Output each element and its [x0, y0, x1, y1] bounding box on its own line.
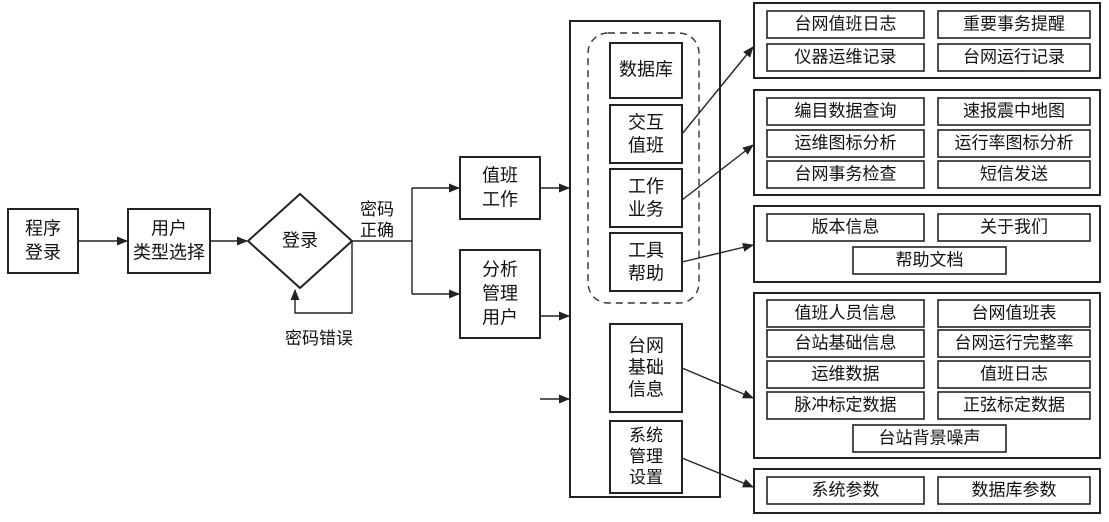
user-type-label-line2: 类型选择 — [133, 243, 205, 264]
item-help-docs — [852, 246, 1007, 275]
item-catalog-query-label: 编目数据查询 — [795, 102, 897, 122]
password-error-label: 密码错误 — [285, 329, 353, 349]
connector-settings-to-group5 — [681, 457, 755, 488]
item-station-info — [766, 329, 925, 358]
start-box: 程序 登录 — [7, 208, 79, 274]
item-sine-calibration — [937, 391, 1091, 420]
item-about-us-label: 关于我们 — [980, 218, 1048, 238]
analysis-label-line2: 管理 — [482, 284, 518, 305]
password-ok-label-line1: 密码 — [360, 200, 394, 220]
item-duty-schedule-label: 台网值班表 — [972, 304, 1057, 324]
item-affairs-check — [766, 160, 925, 189]
analysis-label-line1: 分析 — [482, 260, 518, 281]
item-maintenance-data-label: 运维数据 — [812, 365, 880, 385]
item-help-docs-label: 帮助文档 — [896, 251, 964, 271]
system-settings-label-line3: 设置 — [629, 468, 663, 488]
start-label-line1: 程序 — [25, 219, 61, 240]
item-system-params-label: 系统参数 — [812, 481, 880, 501]
item-pulse-calibration — [766, 391, 925, 420]
item-network-operation-label: 台网运行记录 — [963, 48, 1065, 68]
item-sms-send — [937, 160, 1091, 189]
analysis-box: 分析 管理 用户 — [459, 249, 541, 339]
item-affairs-check-label: 台网事务检查 — [795, 165, 897, 185]
start-label-line2: 登录 — [25, 243, 61, 264]
work-business-label-line2: 业务 — [628, 200, 664, 221]
item-duty-staff-info — [766, 299, 925, 328]
item-pulse-calibration-label: 脉冲标定数据 — [795, 396, 897, 416]
login-label: 登录 — [282, 231, 318, 252]
system-settings-label-line1: 系统 — [629, 426, 663, 446]
item-duty-staff-info-label: 值班人员信息 — [795, 304, 897, 324]
system-settings-label-line2: 管理 — [629, 447, 663, 467]
network-info-label-line3: 信息 — [628, 380, 664, 401]
item-epicenter-map — [937, 97, 1091, 126]
item-maintenance-chart-label: 运维图标分析 — [795, 134, 897, 154]
item-catalog-query — [766, 97, 925, 126]
item-maintenance-data — [766, 360, 925, 389]
item-instrument-maintenance-label: 仪器运维记录 — [795, 48, 897, 68]
connector-interactive-to-group1 — [681, 46, 754, 135]
item-completeness-rate-label: 台网运行完整率 — [955, 334, 1074, 354]
item-sms-send-label: 短信发送 — [980, 165, 1048, 185]
tools-help-label-line1: 工具 — [628, 241, 664, 262]
system-settings-box: 系统 管理 设置 — [609, 420, 683, 494]
duty-modules-dashed-group — [587, 32, 700, 304]
tools-help-label-line2: 帮助 — [628, 264, 664, 285]
interactive-duty-box: 交互 值班 — [609, 104, 683, 164]
duty-label-line2: 工作 — [482, 190, 518, 211]
work-business-label-line1: 工作 — [628, 177, 664, 198]
item-duty-schedule — [937, 299, 1091, 328]
item-background-noise-label: 台站背景噪声 — [879, 429, 981, 449]
tools-help-box: 工具 帮助 — [609, 232, 683, 292]
item-network-duty-log-label: 台网值班日志 — [795, 15, 897, 35]
network-info-box: 台网 基础 信息 — [609, 323, 683, 413]
item-duty-log-label: 值班日志 — [980, 365, 1048, 385]
database-label: 数据库 — [619, 60, 673, 81]
item-version-info — [766, 213, 925, 242]
item-instrument-maintenance — [766, 43, 925, 72]
connector-tools-to-group3 — [681, 242, 755, 263]
item-maintenance-chart — [766, 129, 925, 158]
item-completeness-rate — [937, 329, 1091, 358]
item-version-info-label: 版本信息 — [812, 218, 880, 238]
user-type-box: 用户 类型选择 — [127, 208, 211, 274]
item-network-duty-log — [766, 10, 925, 39]
item-duty-log — [937, 360, 1091, 389]
duty-box: 值班 工作 — [459, 156, 541, 220]
connector-work-to-group2 — [681, 144, 754, 201]
user-type-label-line1: 用户 — [151, 219, 187, 240]
item-database-params — [937, 476, 1091, 505]
item-network-operation — [937, 43, 1091, 72]
item-system-params — [766, 476, 925, 505]
analysis-label-line3: 用户 — [482, 308, 518, 329]
item-database-params-label: 数据库参数 — [972, 481, 1057, 501]
item-epicenter-map-label: 速报震中地图 — [963, 102, 1065, 122]
interactive-duty-label-line2: 值班 — [628, 136, 664, 157]
item-important-reminder — [937, 10, 1091, 39]
interactive-duty-label-line1: 交互 — [628, 113, 664, 134]
item-sine-calibration-label: 正弦标定数据 — [963, 396, 1065, 416]
password-ok-label-line2: 正确 — [360, 221, 394, 241]
network-info-label-line2: 基础 — [628, 358, 664, 379]
database-box: 数据库 — [609, 42, 683, 99]
password-error-loop — [290, 241, 353, 314]
work-business-box: 工作 业务 — [609, 168, 683, 228]
item-station-info-label: 台站基础信息 — [795, 334, 897, 354]
network-info-label-line1: 台网 — [628, 336, 664, 357]
item-uptime-chart-label: 运行率图标分析 — [955, 134, 1074, 154]
item-uptime-chart — [937, 129, 1091, 158]
login-decision: 登录 — [246, 192, 354, 290]
item-about-us — [937, 213, 1091, 242]
item-background-noise — [852, 424, 1007, 453]
duty-label-line1: 值班 — [482, 166, 518, 187]
connector-network-to-group4 — [681, 367, 755, 399]
item-important-reminder-label: 重要事务提醒 — [963, 15, 1065, 35]
